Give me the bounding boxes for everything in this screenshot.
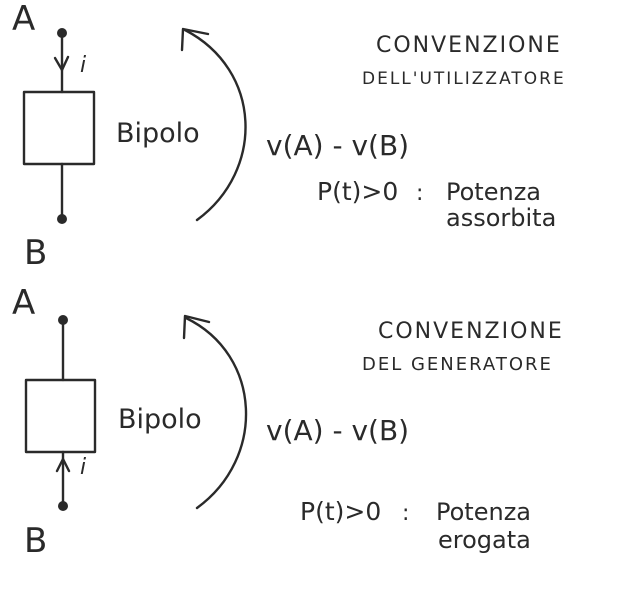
power-separator: : (402, 501, 409, 526)
current-arrow-up-icon (55, 457, 71, 473)
power-separator: : (416, 181, 423, 206)
current-label: i (80, 53, 86, 78)
power-condition: P(t)>0 (317, 177, 398, 206)
bipole-label: Bipolo (116, 118, 200, 149)
current-arrow-down-icon (53, 55, 70, 72)
convention-title-line1: CONVENZIONE (378, 319, 564, 344)
node-b-label: B (24, 521, 47, 561)
convention-title-line1: CONVENZIONE (376, 33, 562, 58)
node-a-label: A (12, 0, 35, 39)
bipole-label: Bipolo (118, 404, 202, 435)
bipole-box (24, 378, 97, 454)
voltage-arrow-head-icon (182, 314, 211, 340)
voltage-label: v(A) - v(B) (266, 129, 409, 162)
node-b-terminal (58, 501, 68, 511)
voltage-label: v(A) - v(B) (266, 414, 409, 447)
power-word: Potenza (446, 178, 541, 206)
user-convention-diagram: A i Bipolo B v(A) - v(B) CONVENZIONE DEL… (12, 0, 566, 273)
current-label: i (80, 455, 86, 480)
convention-title-line2: DEL GENERATORE (362, 354, 553, 375)
generator-convention-diagram: A Bipolo i B v(A) - v(B) CONVENZIONE DEL… (12, 283, 564, 561)
node-b-terminal (57, 214, 67, 224)
power-word: Potenza (436, 498, 531, 526)
node-a-label: A (12, 283, 35, 323)
bipole-box (22, 90, 96, 166)
voltage-arc (183, 28, 247, 222)
node-b-label: B (24, 233, 47, 273)
voltage-arc (184, 316, 248, 510)
convention-title-line2: DELL'UTILIZZATORE (362, 69, 566, 89)
power-kind: assorbita (446, 204, 556, 232)
power-kind: erogata (438, 526, 531, 554)
power-condition: P(t)>0 (300, 497, 381, 526)
voltage-arrow-head-icon (180, 27, 210, 52)
